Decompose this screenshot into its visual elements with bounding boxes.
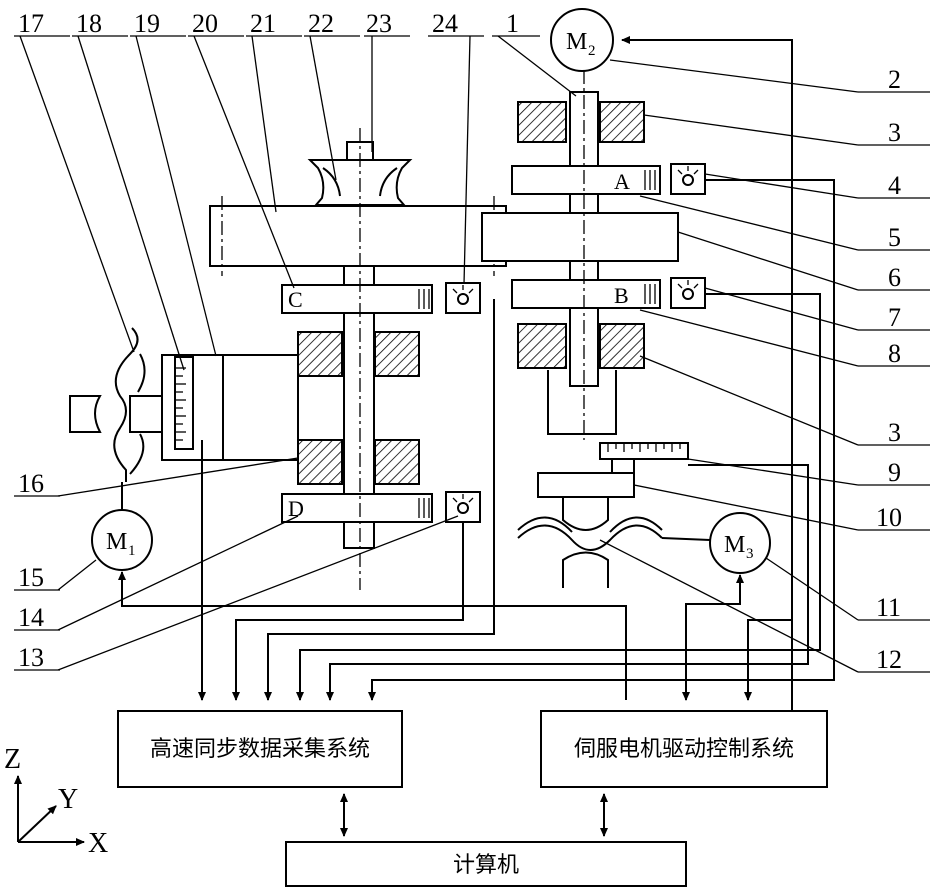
- label-13: 13: [18, 643, 44, 672]
- bearing-lower-left: [298, 440, 342, 484]
- label-6: 6: [888, 263, 901, 292]
- servo-drive-label: 伺服电机驱动控制系统: [574, 737, 794, 762]
- bearing-upper-left: [298, 332, 342, 376]
- label-21: 21: [250, 9, 276, 38]
- label-16: 16: [18, 469, 44, 498]
- wheel-d-label: D: [288, 496, 304, 521]
- m3-sub: 3: [746, 546, 754, 562]
- label-5: 5: [888, 223, 901, 252]
- bearing-top-right: [600, 102, 644, 142]
- label-7: 7: [888, 303, 901, 332]
- label-17: 17: [18, 9, 44, 38]
- label-12: 12: [876, 645, 902, 674]
- bearing-top-left: [518, 102, 566, 142]
- left-connector: [130, 396, 162, 432]
- large-disk: [210, 206, 506, 266]
- bearing-low-right: [600, 324, 644, 368]
- lower-clamp-top: [563, 497, 608, 530]
- bearing-lower-right: [375, 440, 419, 484]
- wheel-a-label: A: [614, 169, 630, 194]
- label-18: 18: [76, 9, 102, 38]
- label-2: 2: [888, 65, 901, 94]
- displacement-scale: [600, 443, 688, 459]
- lower-clamp-bottom: [563, 553, 608, 589]
- label-22: 22: [308, 9, 334, 38]
- label-15: 15: [18, 563, 44, 592]
- encoder-wheel-d: [282, 494, 432, 522]
- label-9: 9: [888, 458, 901, 487]
- bearing-upper-right: [375, 332, 419, 376]
- wheel-b-label: B: [614, 283, 629, 308]
- encoder-wheel-c: [282, 285, 432, 313]
- label-8: 8: [888, 339, 901, 368]
- axis-y-label: Y: [58, 784, 78, 815]
- scale-slider: [612, 459, 634, 473]
- label-4: 4: [888, 171, 901, 200]
- m2-sub: 2: [588, 43, 596, 59]
- label-3b: 3: [888, 418, 901, 447]
- label-1: 1: [506, 9, 519, 38]
- wheel-c-label: C: [288, 287, 303, 312]
- label-14: 14: [18, 603, 44, 632]
- m1-letter: M: [106, 529, 127, 555]
- label-3a: 3: [888, 118, 901, 147]
- encoder-wheel-b: [512, 280, 660, 308]
- m2-letter: M: [566, 29, 587, 55]
- part-numbers: 17 18 19 20 21 22 23 24 1 2 3 4 5 6 7 8 …: [18, 9, 902, 674]
- slider-block: [538, 473, 634, 497]
- label-20: 20: [192, 9, 218, 38]
- left-clamp: [70, 396, 100, 432]
- label-10: 10: [876, 503, 902, 532]
- label-11: 11: [876, 593, 901, 622]
- bearing-low-left: [518, 324, 566, 368]
- force-sensor-scale: [175, 357, 193, 449]
- label-23: 23: [366, 9, 392, 38]
- computer-label: 计算机: [453, 853, 519, 878]
- m3-letter: M: [724, 532, 745, 558]
- axis-z-label: Z: [4, 744, 21, 775]
- y-axis: [18, 806, 56, 842]
- label-19: 19: [134, 9, 160, 38]
- m1-sub: 1: [128, 543, 136, 559]
- axis-x-label: X: [88, 828, 108, 859]
- coordinate-axes: Z Y X: [4, 744, 108, 859]
- encoder-wheel-a: [512, 166, 660, 194]
- right-disk: [482, 213, 678, 261]
- label-24: 24: [432, 9, 458, 38]
- daq-system-label: 高速同步数据采集系统: [150, 737, 370, 762]
